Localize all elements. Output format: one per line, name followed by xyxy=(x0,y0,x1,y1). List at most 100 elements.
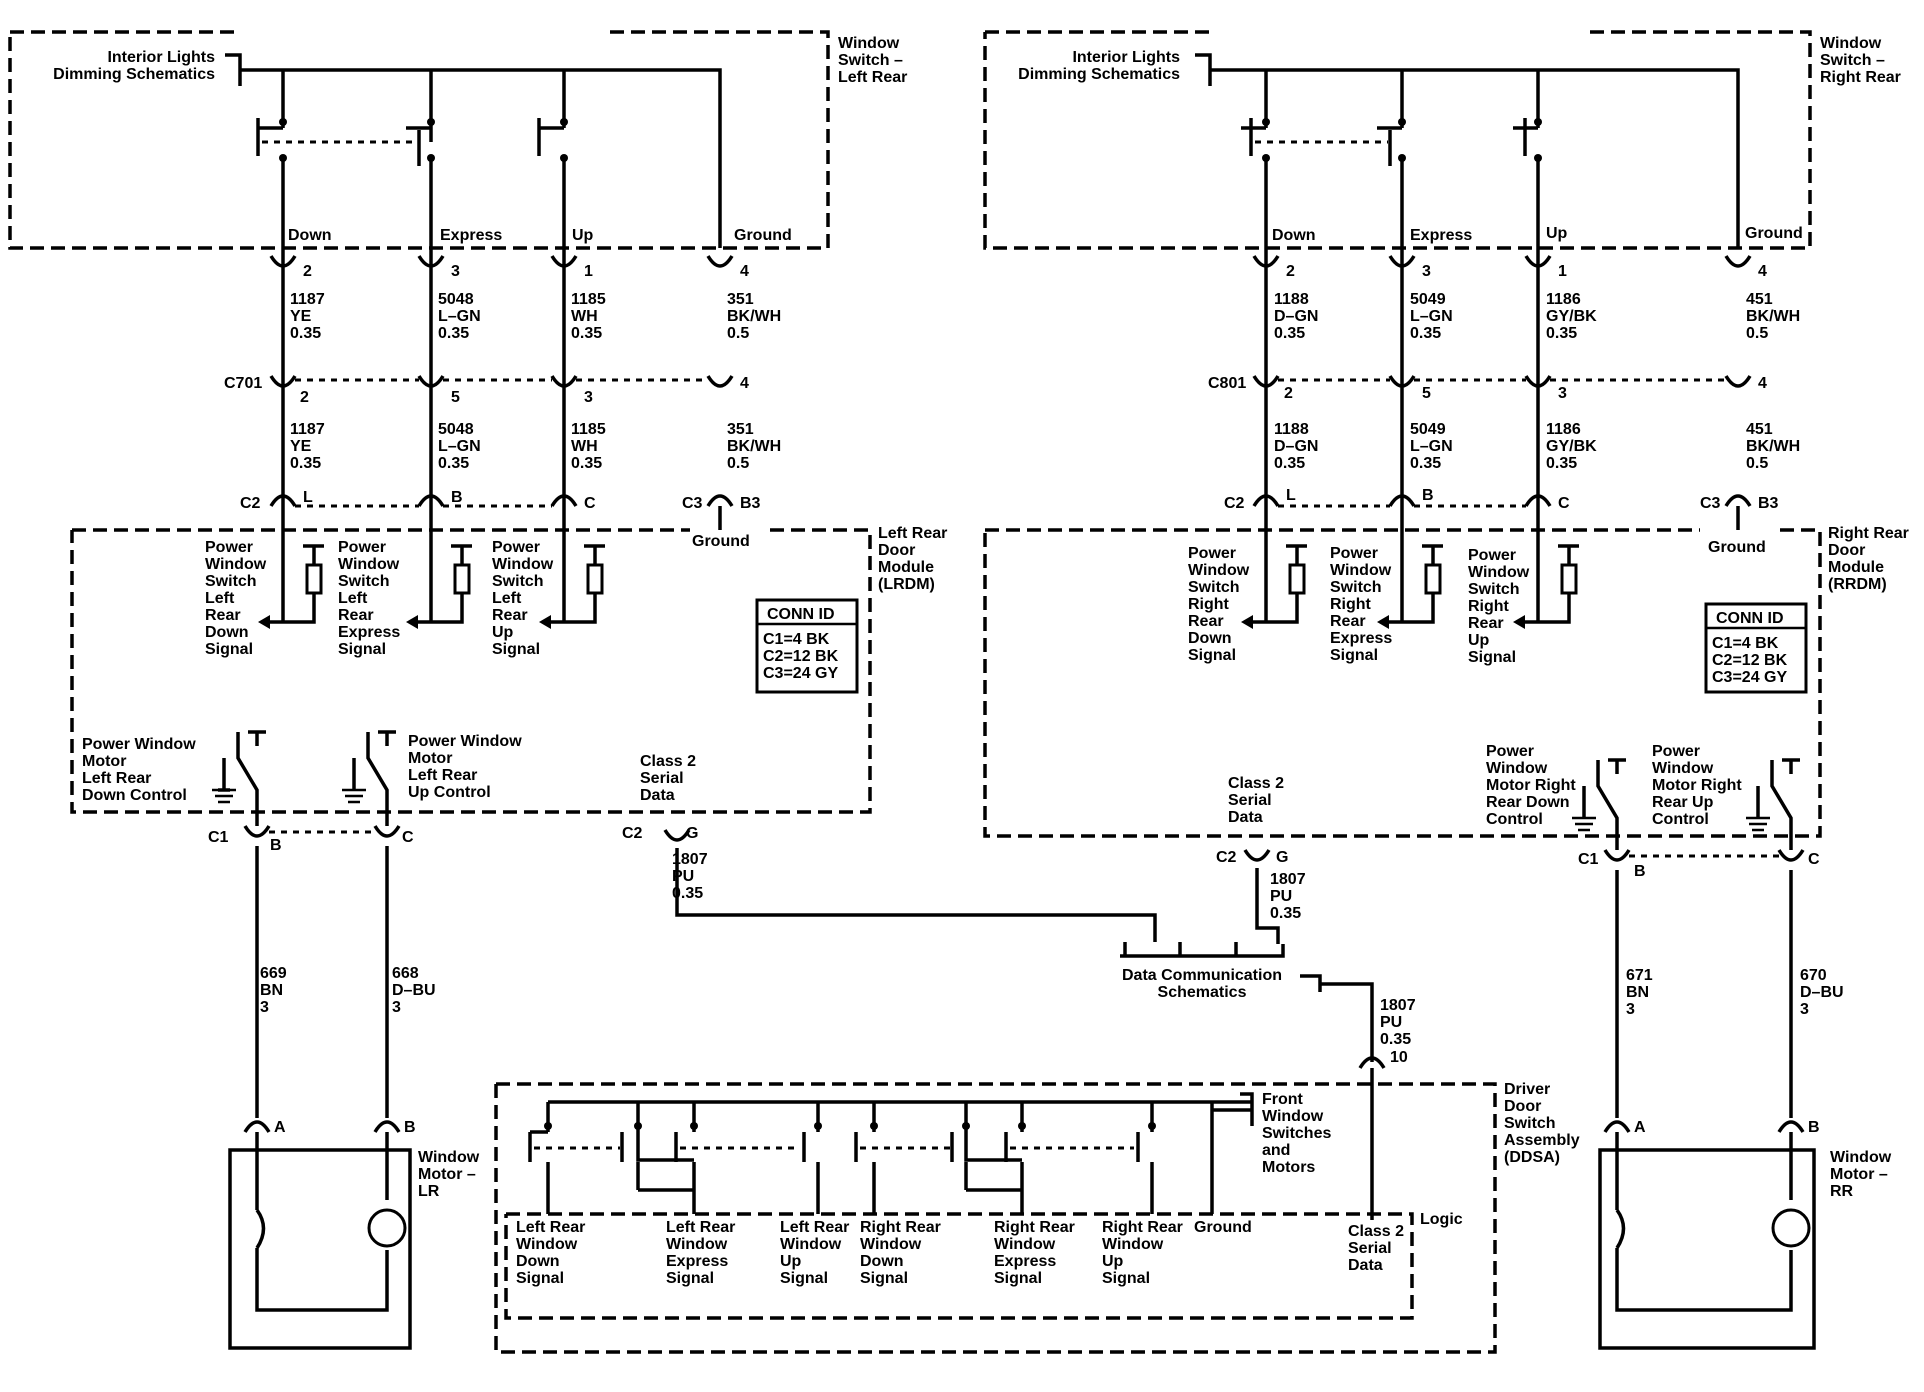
left-c1-pin-b: B xyxy=(270,837,282,854)
right-term-ground: Ground xyxy=(1745,225,1803,242)
left-pin-top-2: 3 xyxy=(451,263,460,280)
ddsa-ground-label: Ground xyxy=(1194,1219,1252,1236)
left-g-pin: G xyxy=(686,825,698,842)
right-c1-pin-c: C xyxy=(1808,851,1820,868)
left-term-down: Down xyxy=(288,227,332,244)
left-motor-pin-b: B xyxy=(404,1119,416,1136)
right-pin-top-2: 3 xyxy=(1422,263,1431,280)
left-conn-id-title: CONN ID xyxy=(767,606,835,623)
left-pin-inline-1: 2 xyxy=(300,389,309,406)
left-c2-label: C2 xyxy=(240,495,261,512)
right-g-pin: G xyxy=(1276,849,1288,866)
right-motor-pin-b: B xyxy=(1808,1119,1820,1136)
left-inline-connector: C701 xyxy=(224,375,262,392)
ddsa-section xyxy=(494,942,1497,1354)
right-conn-id-title: CONN ID xyxy=(1716,610,1784,627)
right-pin-top-3: 1 xyxy=(1558,263,1567,280)
right-inline-connector: C801 xyxy=(1208,375,1246,392)
right-c2g-label: C2 xyxy=(1216,849,1237,866)
left-ground-label: Ground xyxy=(692,533,750,550)
left-c1-pin-c: C xyxy=(402,829,414,846)
right-c2-label: C2 xyxy=(1224,495,1245,512)
right-pin-top-1: 2 xyxy=(1286,263,1295,280)
left-pin-top-4: 4 xyxy=(740,263,749,280)
left-pin-module-3: C xyxy=(584,495,596,512)
right-pin-module-3: C xyxy=(1558,495,1570,512)
static-wiring xyxy=(8,30,1822,1354)
left-pin-top-1: 2 xyxy=(303,263,312,280)
right-term-up: Up xyxy=(1546,225,1568,242)
left-motor-pin-a: A xyxy=(274,1119,286,1136)
right-motor-pin-a: A xyxy=(1634,1119,1646,1136)
right-term-express: Express xyxy=(1410,227,1472,244)
left-c1-label: C1 xyxy=(208,829,229,846)
right-term-down: Down xyxy=(1272,227,1316,244)
left-pin-module-1: L xyxy=(303,489,313,506)
right-rear-section xyxy=(983,30,1822,1350)
right-pin-module-2: B xyxy=(1422,487,1434,504)
right-c1-label: C1 xyxy=(1578,851,1599,868)
left-pin-module-2: B xyxy=(451,489,463,506)
left-pin-inline-2: 5 xyxy=(451,389,460,406)
right-c3-label: C3 xyxy=(1700,495,1721,512)
left-term-ground: Ground xyxy=(734,227,792,244)
left-pin-inline-3: 3 xyxy=(584,389,593,406)
dcs-pin: 10 xyxy=(1390,1049,1408,1066)
right-pin-inline-3: 3 xyxy=(1558,385,1567,402)
right-pin-top-4: 4 xyxy=(1758,263,1767,280)
right-pin-module-1: L xyxy=(1286,487,1296,504)
right-pin-module-4: B3 xyxy=(1758,495,1779,512)
left-pin-module-4: B3 xyxy=(740,495,761,512)
right-pin-inline-2: 5 xyxy=(1422,385,1431,402)
